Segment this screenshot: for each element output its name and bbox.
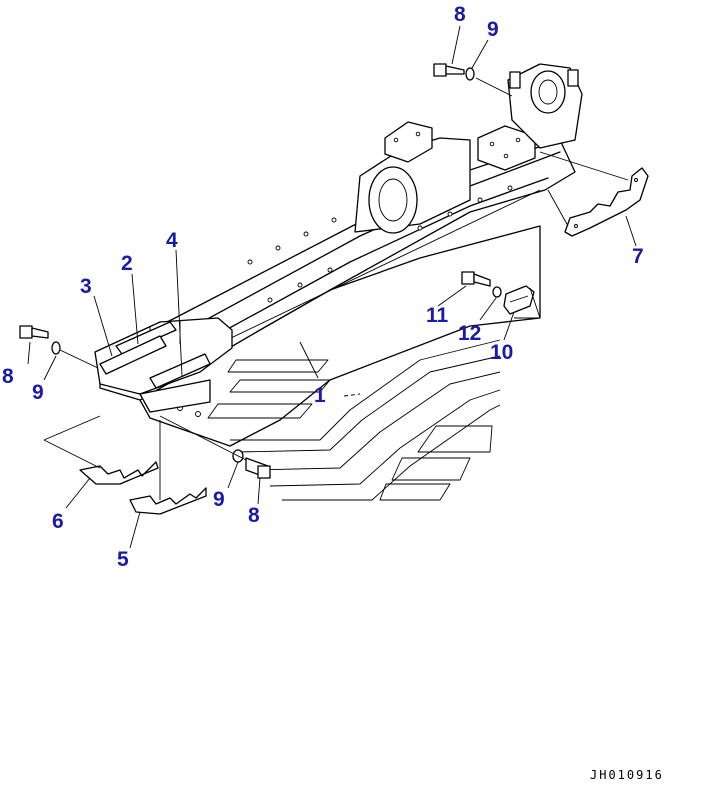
callout-11: 11 <box>426 304 449 327</box>
callout-10: 10 <box>490 341 514 364</box>
leader-lines <box>27 25 637 549</box>
part-7-guard <box>564 167 649 237</box>
part-2-plate <box>115 321 177 355</box>
bolt-8-left <box>19 325 49 339</box>
callout-6: 6 <box>52 510 64 533</box>
washer-12 <box>492 286 502 298</box>
washer-9-left <box>51 341 61 355</box>
callout-12: 12 <box>458 322 482 345</box>
part-6-guard <box>79 461 159 485</box>
callout-8-top: 8 <box>454 3 466 26</box>
drawing-code: JH010916 <box>590 768 664 782</box>
callout-4: 4 <box>166 229 178 252</box>
callout-8-bottom: 8 <box>248 504 260 527</box>
callout-2: 2 <box>121 252 133 275</box>
track-frame-body <box>94 63 583 501</box>
callout-1: 1 <box>314 384 326 407</box>
callout-3: 3 <box>80 275 92 298</box>
part-3-block <box>99 335 167 375</box>
callout-9-bottom: 9 <box>213 488 225 511</box>
bolt-11 <box>461 271 491 287</box>
bolt-8-bottom <box>245 457 271 479</box>
bolt-8-top <box>433 63 465 77</box>
callout-9-top: 9 <box>487 18 499 41</box>
callout-5: 5 <box>117 548 129 571</box>
side-panel-emblem <box>207 339 501 501</box>
washer-9-top <box>465 67 475 81</box>
callout-8-left: 8 <box>2 365 14 388</box>
part-10-bracket <box>503 285 535 315</box>
callout-7: 7 <box>632 245 644 268</box>
callout-9-left: 9 <box>32 381 44 404</box>
part-4-block <box>149 353 211 389</box>
part-5-guard <box>129 487 207 515</box>
